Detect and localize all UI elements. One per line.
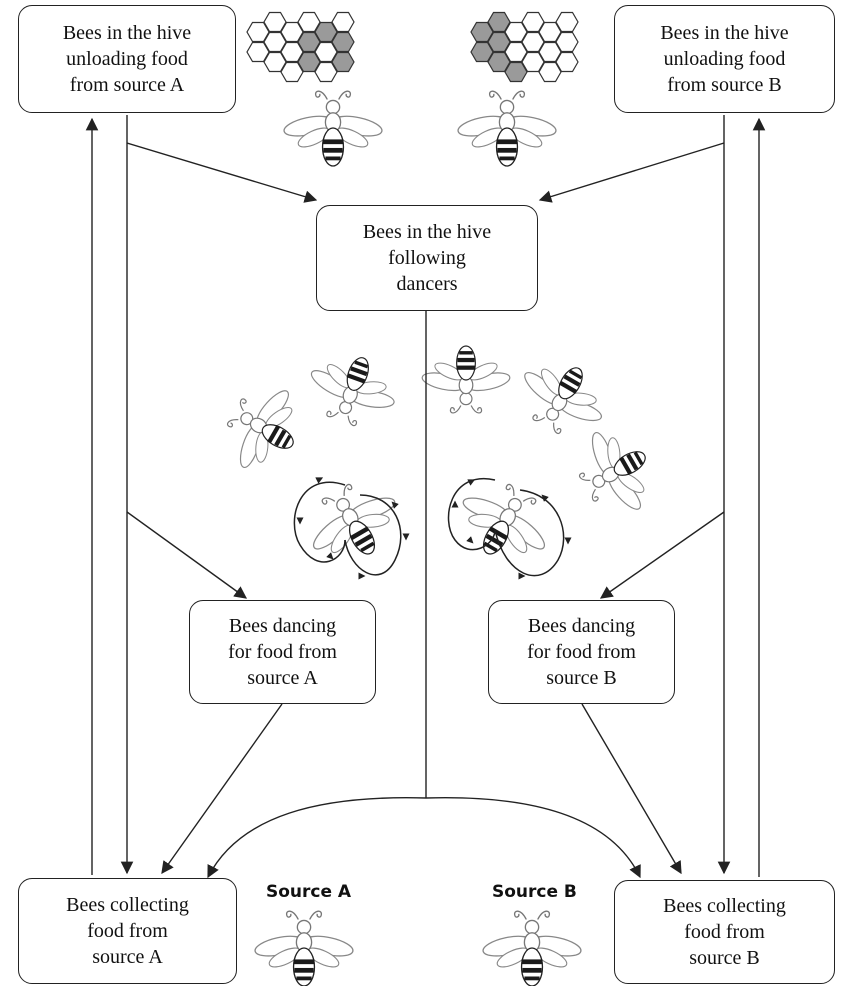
bee-icon: [297, 341, 407, 438]
bee-icon: [252, 910, 356, 986]
bee-icon: [455, 90, 559, 167]
honeycomb-icon: [470, 11, 579, 83]
bee-icon: [480, 910, 584, 986]
honeycomb-icon: [246, 11, 355, 83]
waggle-dance-icon: [293, 467, 414, 580]
bee-icon: [563, 415, 668, 529]
bee-icon: [420, 345, 512, 414]
connector-arrows: [85, 115, 766, 879]
bee-icon: [281, 90, 385, 167]
waggle-dance-icon: [444, 467, 572, 580]
bee-icon: [505, 345, 619, 450]
source-a-label: Source A: [266, 882, 352, 902]
source-b-label: Source B: [492, 882, 577, 902]
bee-icon: [211, 371, 316, 485]
